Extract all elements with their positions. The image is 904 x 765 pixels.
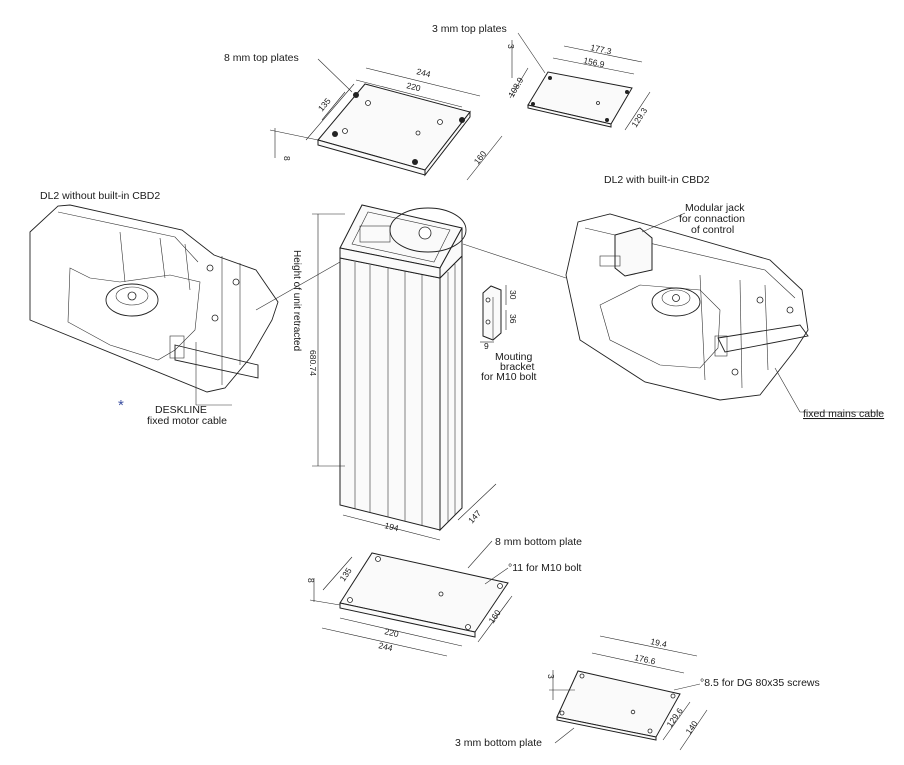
dim-column-depth: 147 (466, 508, 483, 525)
dim-bot3-inner-width: 176.6 (634, 652, 657, 666)
dim-bot8-inner-width: 220 (384, 626, 400, 639)
dim-bot3-outer-width: 19.4 (650, 636, 669, 649)
dim-top8-inner-width: 220 (406, 80, 422, 93)
label-dl2-with: DL2 with built-in CBD2 (604, 174, 710, 186)
dim-top3-outer-width: 177.3 (590, 42, 613, 56)
label-deskline-1: DESKLINE (155, 404, 207, 416)
label-height-retracted: Height of unit retracted (291, 250, 302, 351)
detail-dl2-without (29, 204, 279, 406)
label-modular-jack-1: Modular jack (685, 202, 745, 214)
dim-top3-inner-width: 156.9 (583, 55, 606, 69)
label-bracket-2: bracket (500, 361, 535, 373)
mounting-bracket (480, 285, 507, 343)
dim-bracket-height: 36 (508, 314, 518, 324)
lifting-column (255, 204, 567, 541)
label-top-plate-8mm: 8 mm top plates (224, 52, 299, 64)
dim-bracket-width: 30 (508, 290, 518, 300)
detail-dl2-with (565, 212, 882, 413)
dim-top3-outer-depth: 129.3 (629, 106, 649, 130)
dim-bot8-inner-depth: 135 (337, 566, 353, 584)
bottom-plate-8mm (309, 540, 513, 657)
top-plate-3mm (509, 32, 651, 131)
dim-bot3-thickness: 3 (546, 674, 556, 679)
label-screw-hole: °8.5 for DG 80x35 screws (700, 677, 820, 689)
label-bottom-plate-3mm: 3 mm bottom plate (455, 737, 542, 749)
asterisk-mark: * (118, 397, 124, 414)
bottom-plate-3mm (549, 635, 708, 751)
top-plate-8mm (269, 58, 503, 181)
dim-bot3-outer-depth: 140 (683, 719, 699, 737)
dim-column-height: 680.74 (308, 350, 318, 376)
dim-bot8-outer-width: 244 (378, 640, 394, 653)
dim-top8-thickness: 8 (282, 156, 292, 161)
dim-bot8-thickness: 8 (306, 578, 316, 583)
label-bolt-hole: °11 for M10 bolt (508, 562, 582, 574)
label-bracket-3: for M10 bolt (481, 371, 537, 383)
label-top-plate-3mm: 3 mm top plates (432, 23, 507, 35)
label-deskline-2: fixed motor cable (147, 415, 227, 427)
label-modular-jack-3: of control (691, 224, 734, 236)
label-bottom-plate-8mm: 8 mm bottom plate (495, 536, 582, 548)
label-fixed-mains: fixed mains cable (803, 408, 884, 420)
dim-column-width: 194 (384, 520, 400, 533)
dim-top3-inner-depth: 108.9 (506, 75, 525, 99)
dim-bracket-thickness: 9 (484, 341, 489, 351)
label-bracket-1: Mouting (495, 351, 533, 363)
label-dl2-without: DL2 without built-in CBD2 (40, 190, 160, 202)
dim-top8-inner-depth: 135 (316, 96, 333, 114)
dim-top3-thickness: 3 (506, 44, 516, 49)
dim-top8-outer-depth: 160 (472, 149, 489, 167)
label-modular-jack-2: for connaction (679, 213, 745, 225)
dim-top8-outer-width: 244 (416, 66, 432, 79)
